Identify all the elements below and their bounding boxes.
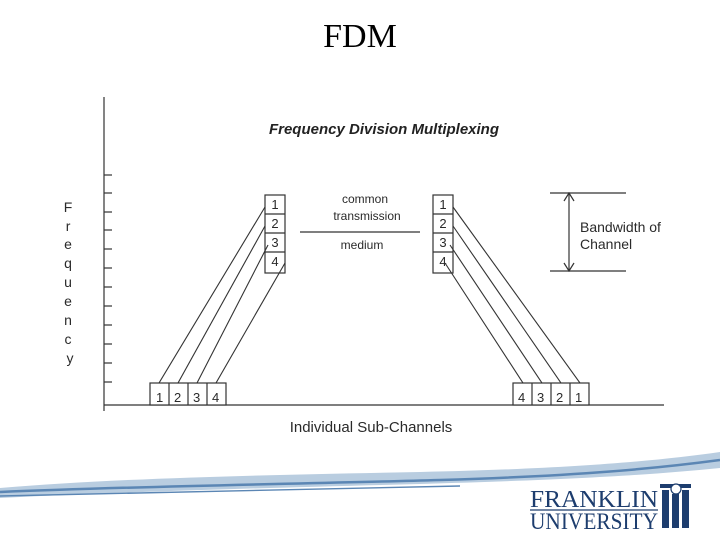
left-stack-label: 1 xyxy=(271,197,278,212)
right-subchannel-label: 2 xyxy=(556,390,563,405)
right-subchannel-label: 1 xyxy=(575,390,582,405)
logo-line2: UNIVERSITY xyxy=(530,509,658,534)
right-stack-label: 4 xyxy=(439,254,446,269)
tower-emblem-icon xyxy=(660,483,691,528)
right-subchannel-label: 3 xyxy=(537,390,544,405)
left-channel-stack: 1 2 3 4 xyxy=(264,194,286,274)
medium-label-line1: common xyxy=(342,192,388,206)
footer-swoosh xyxy=(0,452,720,498)
right-subchannel-label: 4 xyxy=(518,390,525,405)
medium-label-line2: transmission xyxy=(333,209,400,223)
bandwidth-label-line2: Channel xyxy=(580,236,632,252)
y-axis-label: F r e q u e n c y xyxy=(64,199,76,366)
slide-title: FDM xyxy=(323,18,397,55)
bandwidth-bracket xyxy=(550,191,626,273)
left-stack-label: 4 xyxy=(271,254,278,269)
medium-label-line3: medium xyxy=(341,238,384,252)
logo-line1: FRANKLIN xyxy=(530,487,658,513)
left-subchannels: 1 2 3 4 xyxy=(149,382,227,406)
franklin-university-logo: FRANKLIN UNIVERSITY xyxy=(530,483,691,534)
right-stack-label: 2 xyxy=(439,216,446,231)
left-subchannel-label: 1 xyxy=(156,390,163,405)
bandwidth-label-line1: Bandwidth of xyxy=(580,219,661,235)
transmission-medium: common transmission medium xyxy=(300,192,420,252)
left-connector-lines xyxy=(158,206,286,384)
y-axis-ticks xyxy=(104,174,112,383)
left-subchannel-label: 3 xyxy=(193,390,200,405)
left-stack-label: 2 xyxy=(271,216,278,231)
right-stack-label: 1 xyxy=(439,197,446,212)
right-connector-lines xyxy=(444,206,581,384)
left-subchannel-label: 2 xyxy=(174,390,181,405)
left-subchannel-label: 4 xyxy=(212,390,219,405)
right-stack-label: 3 xyxy=(439,235,446,250)
diagram-title: Frequency Division Multiplexing xyxy=(269,121,499,138)
left-stack-label: 3 xyxy=(271,235,278,250)
x-axis-label: Individual Sub-Channels xyxy=(290,419,453,436)
right-subchannels: 4 3 2 1 xyxy=(512,382,590,406)
right-channel-stack: 1 2 3 4 xyxy=(432,194,454,274)
